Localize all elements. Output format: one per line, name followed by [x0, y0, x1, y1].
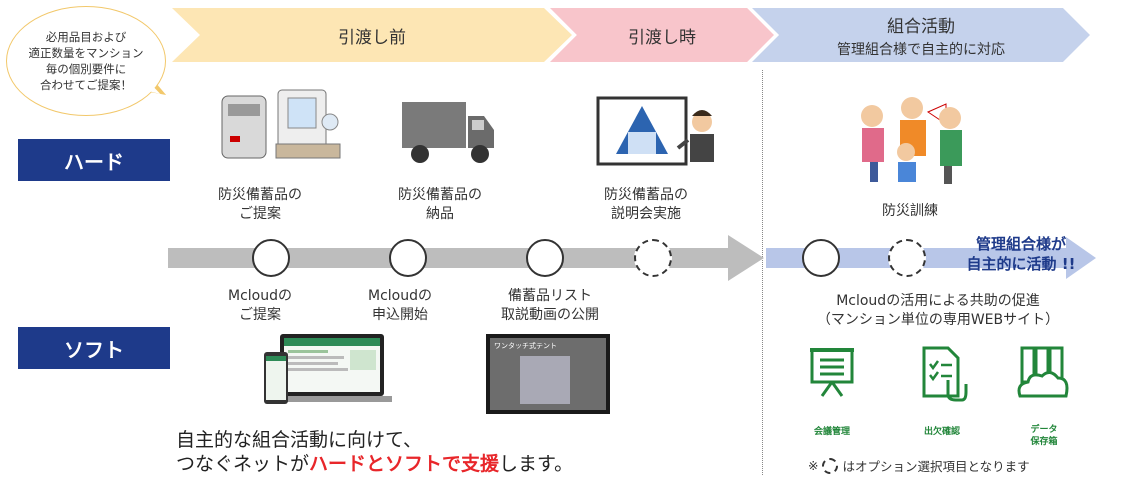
mcloud-website-laptop-icon [264, 334, 392, 404]
hard-step-label: 防災訓練 [850, 202, 970, 221]
hard-step-line: 防災備蓄品の [398, 187, 482, 203]
phase-sublabel: 管理組合様で自主的に対応 [837, 41, 1005, 58]
video-caption: ワンタッチ式テント [494, 342, 557, 350]
footer-line: 自主的な組合活動に向けて、 [176, 429, 423, 451]
note-text: はオプション選択項目となります [842, 459, 1030, 474]
feature-caption: データ 保存箱 [1030, 425, 1058, 447]
mcloud-line: Mcloudの活用による共助の促進 [836, 293, 1040, 309]
hard-step-line: 防災訓練 [882, 203, 938, 219]
mcloud-line: （マンション単位の専用WEBサイト） [816, 312, 1060, 328]
soft-row-tag: ソフト [18, 327, 170, 369]
bubble-line: 適正数量をマンション [28, 46, 144, 60]
hard-row-tag: ハード [18, 139, 170, 181]
hard-step-line: 防災備蓄品の [218, 187, 302, 203]
phase-divider [762, 70, 763, 475]
phase-before-handover: 引渡し前 [172, 8, 572, 62]
hard-step-line: ご提案 [239, 206, 281, 222]
bubble-line: 毎の個別要件に [45, 62, 127, 76]
hard-step-label: 防災備蓄品の ご提案 [200, 186, 320, 224]
note-mark: ※ [808, 458, 819, 473]
association-activity-text: 管理組合様が 自主的に活動 !! [956, 234, 1086, 274]
phase-label: 引渡し時 [628, 27, 696, 48]
soft-step-line: 備蓄品リスト [508, 288, 592, 304]
soft-step-label: Mcloudの 申込開始 [350, 287, 450, 325]
dashed-circle-icon [822, 457, 839, 474]
soft-step-line: Mcloudの [368, 288, 432, 304]
soft-step-line: 取説動画の公開 [501, 307, 599, 323]
hard-step-line: 説明会実施 [611, 206, 681, 222]
delivery-truck-icon [402, 102, 494, 163]
optional-milestone-circle [634, 239, 672, 277]
milestone-circle [802, 239, 840, 277]
soft-step-line: 申込開始 [372, 307, 428, 323]
hard-step-line: 納品 [426, 206, 454, 222]
feature-caption: 会議管理 [813, 427, 850, 437]
hard-step-label: 防災備蓄品の 納品 [380, 186, 500, 224]
video-subject [520, 356, 570, 404]
phase-label: 引渡し前 [338, 27, 406, 48]
video-frame: ワンタッチ式テント [490, 338, 606, 410]
instruction-video-thumbnail: ワンタッチ式テント [486, 334, 610, 414]
bubble-line: 必用品目および [45, 30, 127, 44]
option-note: ※ はオプション選択項目となります [808, 456, 1030, 475]
generator-equipment-icon [221, 89, 341, 159]
soft-step-line: ご提案 [239, 307, 281, 323]
timeline-arrow-left [168, 235, 764, 281]
attendance-check-icon [922, 346, 968, 402]
mcloud-description: Mcloudの活用による共助の促進 （マンション単位の専用WEBサイト） [788, 292, 1088, 330]
activity-text-line: 自主的に活動 !! [966, 255, 1076, 273]
footer-message: 自主的な組合活動に向けて、 つなぐネットがハードとソフトで支援します。 [176, 428, 573, 476]
timeline-arrow-right [766, 237, 1096, 279]
meeting-board-icon [810, 348, 854, 397]
soft-step-line: Mcloudの [228, 288, 292, 304]
phase-label: 組合活動 [887, 16, 955, 37]
hard-step-label: 防災備蓄品の 説明会実施 [586, 186, 706, 224]
phase-at-handover: 引渡し時 [550, 8, 774, 62]
briefing-presentation-icon [596, 96, 714, 166]
footer-highlight: ハードとソフトで支援 [309, 453, 500, 475]
disaster-drill-people-icon [861, 97, 962, 184]
feature-caption: 出欠確認 [923, 427, 960, 437]
footer-text: つなぐネットが [176, 453, 310, 475]
milestone-circle [389, 239, 427, 277]
milestone-circle [526, 239, 564, 277]
footer-line: つなぐネットがハードとソフトで支援します。 [176, 452, 573, 476]
optional-milestone-circle [888, 239, 926, 277]
soft-step-label: 備蓄品リスト 取説動画の公開 [480, 287, 620, 325]
phase-association-activity: 組合活動 管理組合様で自主的に対応 [752, 8, 1090, 62]
activity-text-line: 管理組合様が [975, 235, 1066, 253]
milestone-circle [252, 239, 290, 277]
proposal-bubble: 必用品目および 適正数量をマンション 毎の個別要件に 合わせてご提案！ [6, 6, 166, 116]
footer-text: します。 [499, 453, 574, 475]
bubble-line: 合わせてご提案！ [40, 78, 132, 92]
soft-step-label: Mcloudの ご提案 [210, 287, 310, 325]
hard-step-line: 防災備蓄品の [604, 187, 688, 203]
cloud-storage-icon [1017, 346, 1069, 398]
